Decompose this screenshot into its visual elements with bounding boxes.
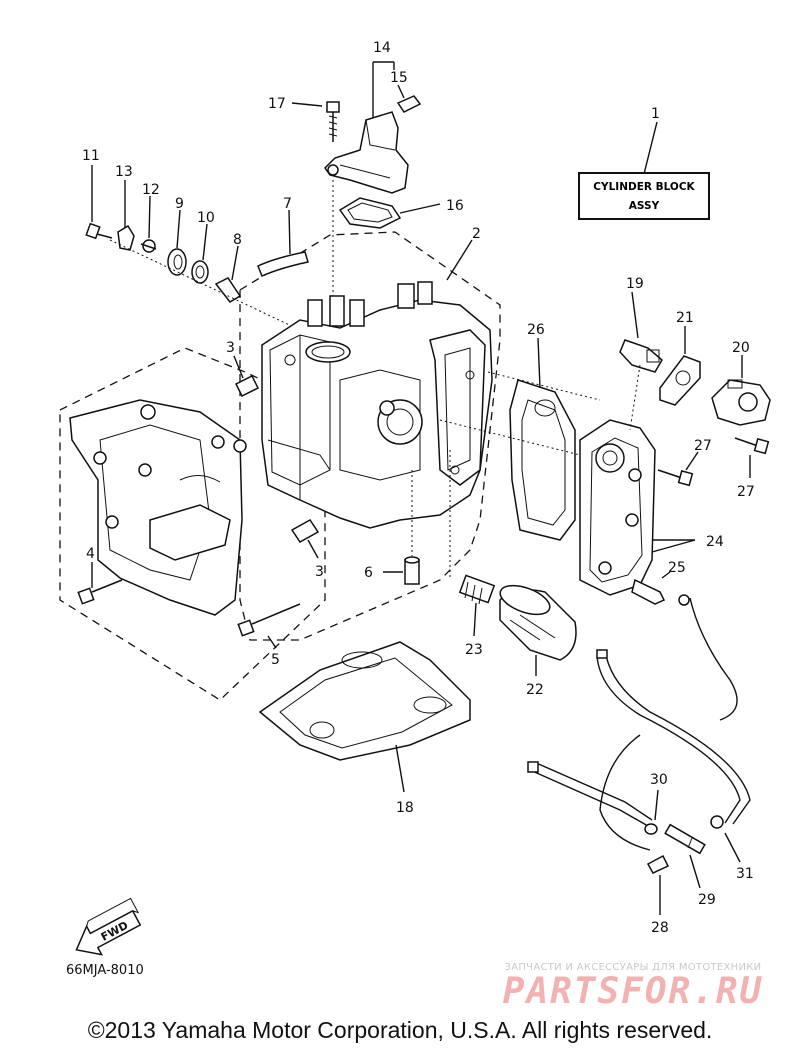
gasket-16 [338,197,402,229]
callout-28: 28 [651,920,669,936]
callout-23: 23 [465,642,483,658]
assembly-boundary-block [239,231,501,641]
pin-6 [404,556,420,585]
fitting-23 [458,574,496,605]
callout-11: 11 [82,148,100,164]
callout-22: 22 [526,682,544,698]
callout-12: 12 [142,182,160,198]
collar-8 [214,277,242,303]
callout-30: 30 [650,772,668,788]
callout-3-lower: 3 [315,564,324,580]
callout-24: 24 [706,534,724,550]
oil-filter-22 [499,584,577,661]
hose-7 [257,251,309,278]
front-housing [69,399,247,616]
callout-7: 7 [283,196,292,212]
callout-18: 18 [396,800,414,816]
washer-12 [140,239,157,253]
callout-3-upper: 3 [226,340,235,356]
thermostat-cover [324,111,409,194]
seal-9 [167,248,187,276]
bolt-5 [237,603,301,637]
callout-6: 6 [364,565,373,581]
callout-20: 20 [732,340,750,356]
ring-10 [191,260,209,284]
hose-lower [527,597,751,851]
cylinder-block-assy-label: CYLINDER BLOCK ASSY [578,172,710,220]
callout-8: 8 [233,232,242,248]
clip-31 [710,815,724,829]
callout-31: 31 [736,866,754,882]
callout-17: 17 [268,96,286,112]
gasket-26 [509,379,576,541]
dowel-3-lower [290,519,320,543]
label-line-2: ASSY [628,200,660,212]
side-cover [579,419,656,596]
cylinder-block [261,281,493,529]
bracket-13 [117,224,135,251]
callout-25: 25 [668,560,686,576]
callout-10: 10 [197,210,215,226]
joint-29 [664,823,706,855]
callout-4: 4 [86,546,95,562]
callout-2: 2 [472,226,481,242]
callout-1: 1 [651,106,660,122]
dowel-3-upper [234,374,260,398]
bolt-4 [77,579,123,605]
housing-20 [711,379,771,426]
bolt-27-left [657,469,694,487]
watermark-brand: PARTSFOR.RU [502,971,764,1012]
clip-30 [644,823,658,835]
plug-15 [396,95,422,113]
callout-5: 5 [271,652,280,668]
callout-15: 15 [390,70,408,86]
sensor-19 [619,339,663,373]
fitting-25 [631,578,690,606]
bolt-17 [326,101,340,142]
gasket-21 [659,355,701,406]
watermark: ЗАПЧАСТИ И АКСЕССУАРЫ ДЛЯ МОТОТЕХНИКИ PA… [478,962,788,1012]
callout-27-upper: 27 [694,438,712,454]
fwd-arrow-icon: FWD [75,897,142,956]
bolt-27-right [734,437,770,455]
callout-21: 21 [676,310,694,326]
callout-labels: 1 2 3 3 4 5 6 7 8 9 10 11 12 13 14 15 16… [82,40,755,936]
copyright-notice: ©2013 Yamaha Motor Corporation, U.S.A. A… [87,1017,713,1043]
assembly-boundary-front [59,347,326,701]
callout-9: 9 [175,196,184,212]
figure-code: 66MJA-8010 [66,963,144,978]
hose-end-28 [646,854,670,874]
callout-14: 14 [373,40,391,56]
label-line-1: CYLINDER BLOCK [593,181,695,193]
callout-13: 13 [115,164,133,180]
callout-29: 29 [698,892,716,908]
watermark-tagline: ЗАПЧАСТИ И АКСЕССУАРЫ ДЛЯ МОТОТЕХНИКИ [504,962,762,973]
callout-19: 19 [626,276,644,292]
bolt-11 [85,222,113,240]
callout-16: 16 [446,198,464,214]
gasket-18 [258,641,471,761]
callout-27-lower: 27 [737,484,755,500]
callout-26: 26 [527,322,545,338]
